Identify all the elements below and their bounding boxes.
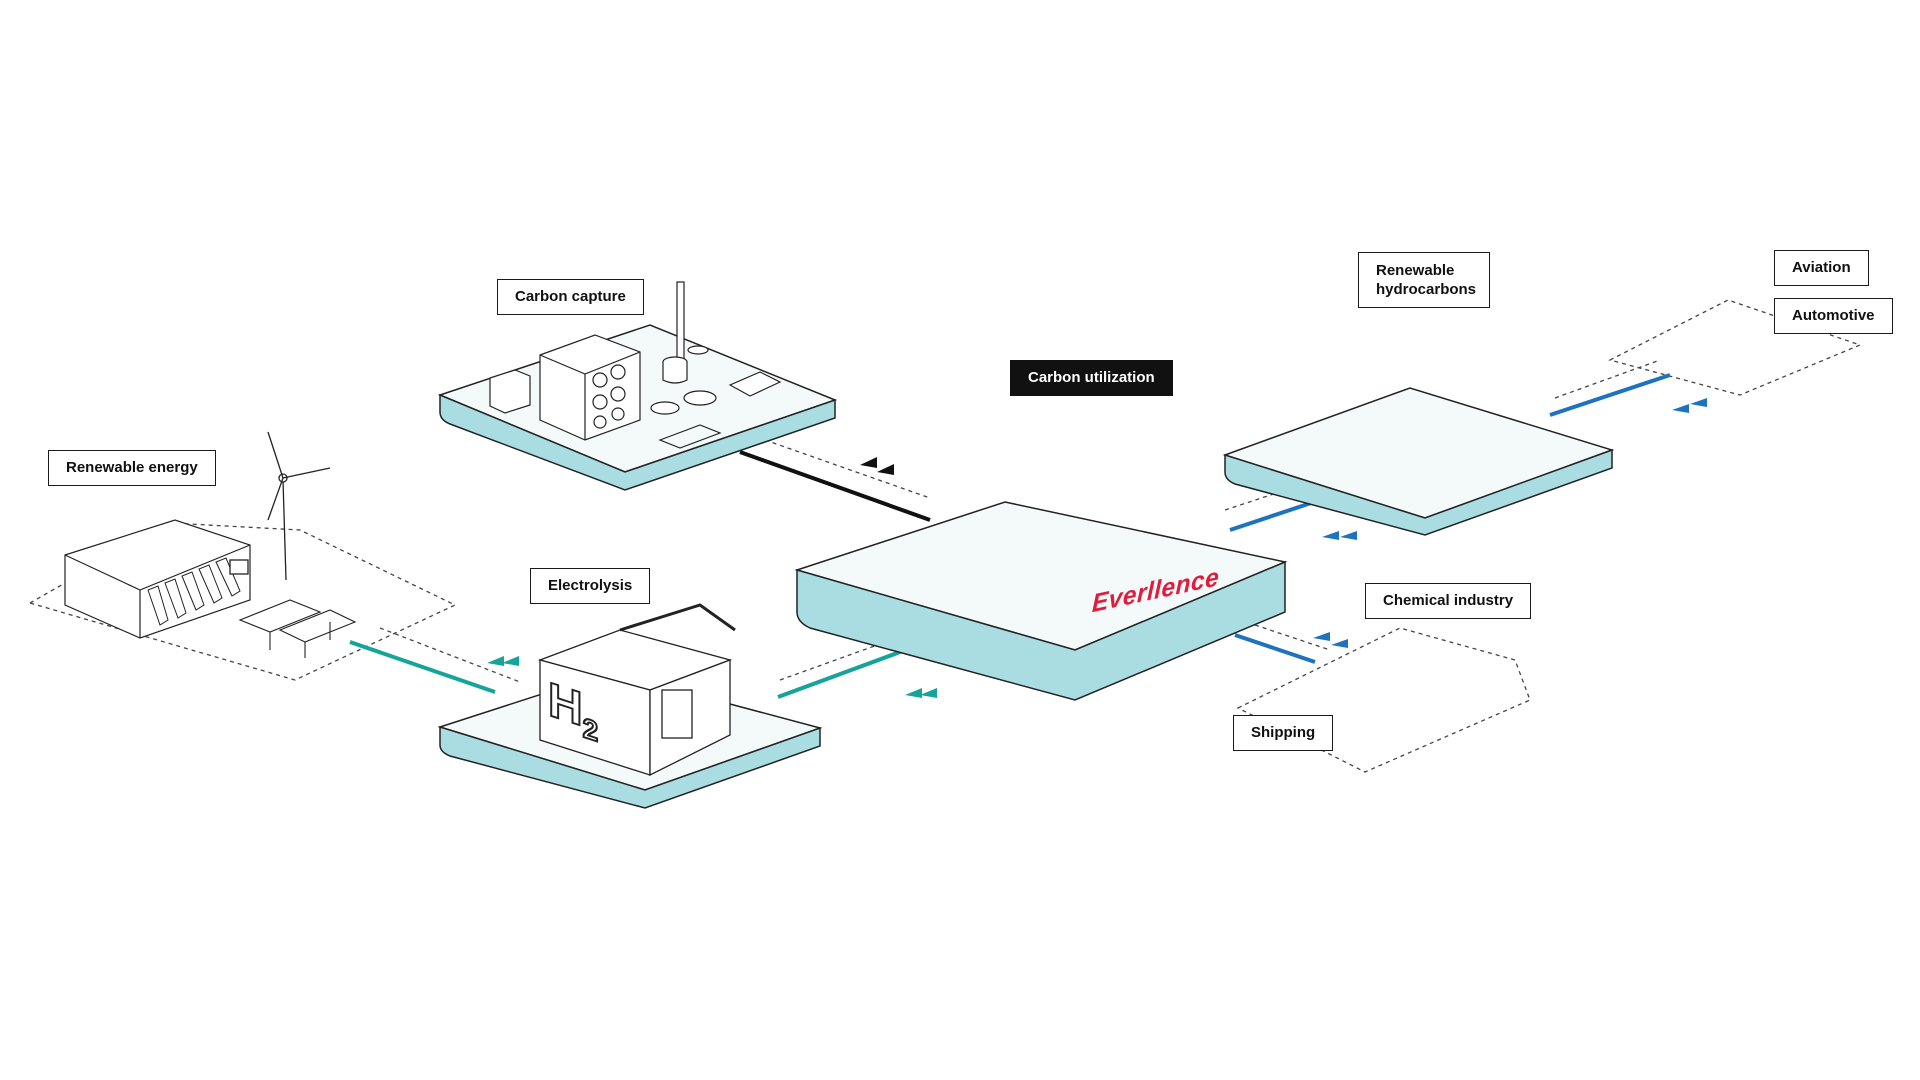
blue-line-hydrocarbons (1229, 498, 1321, 532)
black-line-capture (739, 450, 931, 522)
mobility-zone (1608, 299, 1862, 396)
teal-line-energy (349, 640, 496, 694)
dam-icon (64, 519, 251, 639)
solar-panel-icon (238, 599, 357, 658)
label-carbon-capture: Carbon capture (497, 279, 644, 315)
label-carbon-utilization: Carbon utilization (1010, 360, 1173, 396)
black-arrows (860, 457, 894, 475)
flow-arrows (487, 398, 1707, 698)
blue-line-mobility (1549, 373, 1671, 417)
chimney-icon (650, 281, 782, 449)
blue-arrows (1313, 398, 1707, 648)
connector-lines (349, 373, 1671, 699)
label-electrolysis: Electrolysis (530, 568, 651, 604)
electrolyzer-icon (537, 603, 736, 777)
renewable-energy-zone (28, 522, 457, 681)
refinery-platform (1222, 387, 1615, 536)
central-platform (794, 501, 1288, 701)
air-filter-icon (489, 334, 641, 441)
teal-line-electrolysis (777, 650, 901, 699)
teal-arrows (487, 656, 937, 698)
blue-line-chemicals (1234, 633, 1316, 664)
label-shipping: Shipping (1233, 715, 1334, 751)
dashed-zones (28, 299, 1862, 773)
label-renewable-energy: Renewable energy (48, 450, 216, 486)
label-chemical-industry: Chemical industry (1365, 583, 1532, 619)
wind-turbine-icon (229, 431, 331, 581)
label-automotive: Automotive (1774, 298, 1893, 334)
shipping-zone (1236, 627, 1531, 773)
label-aviation: Aviation (1774, 250, 1869, 286)
label-renewable-hydrocarbons: Renewable hydrocarbons (1358, 252, 1490, 308)
platforms (437, 324, 1615, 809)
